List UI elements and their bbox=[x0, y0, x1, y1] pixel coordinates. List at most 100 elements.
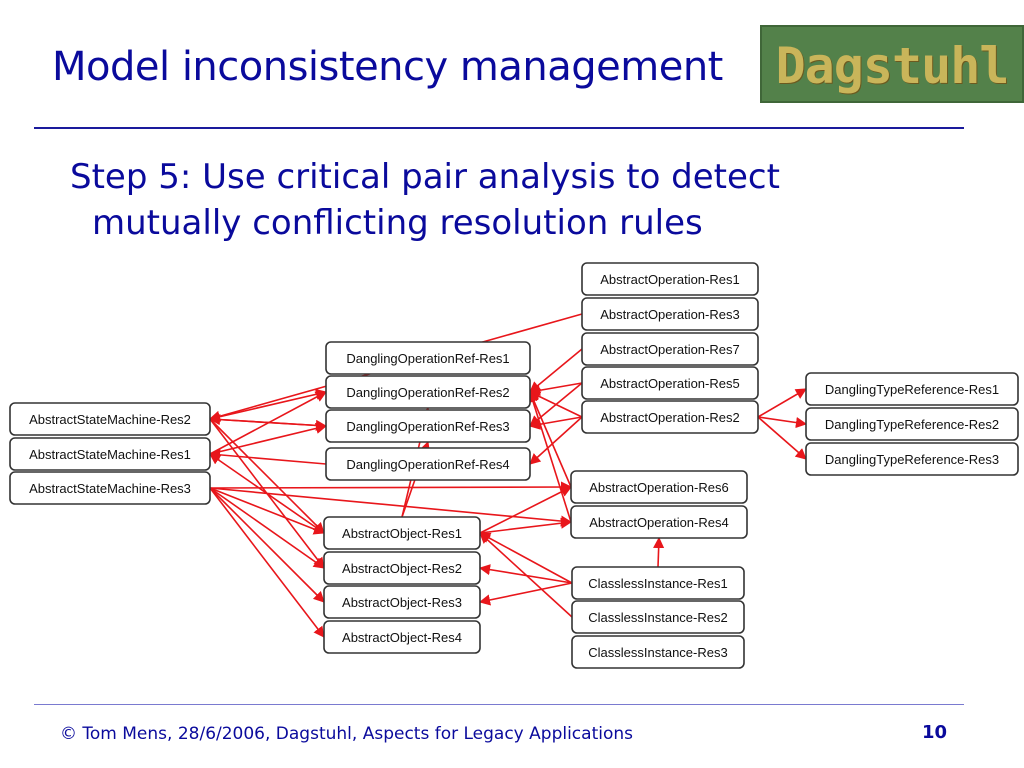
node-box bbox=[581, 262, 759, 296]
node-label: DanglingTypeReference-Res2 bbox=[825, 417, 999, 432]
edge-aor4-to-dor2 bbox=[527, 390, 572, 523]
edge-asm3-to-aob3 bbox=[209, 487, 325, 603]
step-line-1: Step 5: Use critical pair analysis to de… bbox=[70, 157, 780, 197]
node-dtr2: DanglingTypeReference-Res2 bbox=[805, 407, 1019, 441]
node-box bbox=[323, 620, 481, 654]
node-label: AbstractOperation-Res7 bbox=[600, 342, 739, 357]
node-aor4: AbstractOperation-Res4 bbox=[570, 505, 748, 539]
node-box bbox=[581, 332, 759, 366]
edge-aor2-to-dtr1 bbox=[757, 388, 807, 418]
edge-aor2-to-dor4 bbox=[529, 416, 583, 465]
edge-ci1-to-aob1 bbox=[479, 532, 573, 584]
edge-aor2-to-dor2 bbox=[528, 391, 583, 418]
node-label: AbstractOperation-Res4 bbox=[589, 515, 728, 530]
node-box bbox=[570, 505, 748, 539]
edge-asm3-to-aob2 bbox=[209, 487, 325, 569]
page-number: 10 bbox=[922, 722, 948, 743]
node-dor4: DanglingOperationRef-Res4 bbox=[325, 447, 531, 481]
node-asm2: AbstractStateMachine-Res2 bbox=[9, 402, 211, 436]
node-aor2: AbstractOperation-Res2 bbox=[581, 400, 759, 434]
node-box bbox=[571, 566, 745, 600]
node-label: AbstractObject-Res1 bbox=[342, 526, 462, 541]
node-aob3: AbstractObject-Res3 bbox=[323, 585, 481, 619]
edge-asm3-to-aob1 bbox=[209, 487, 326, 535]
node-box bbox=[570, 470, 748, 504]
node-box bbox=[571, 635, 745, 669]
edge-asm2-to-dor2 bbox=[209, 388, 328, 420]
node-layer: AbstractOperation-Res1AbstractOperation-… bbox=[9, 262, 1019, 669]
node-label: AbstractObject-Res3 bbox=[342, 595, 462, 610]
edge-layer bbox=[208, 313, 808, 638]
edge-aor2-to-dtr2 bbox=[757, 416, 808, 429]
node-aob1: AbstractObject-Res1 bbox=[323, 516, 481, 550]
node-aob2: AbstractObject-Res2 bbox=[323, 551, 481, 585]
node-aor5: AbstractOperation-Res5 bbox=[581, 366, 759, 400]
step-text: Step 5: Use critical pair analysis to de… bbox=[70, 154, 910, 246]
node-ci3: ClasslessInstance-Res3 bbox=[571, 635, 745, 669]
node-dtr1: DanglingTypeReference-Res1 bbox=[805, 372, 1019, 406]
node-dor3: DanglingOperationRef-Res3 bbox=[325, 409, 531, 443]
node-label: AbstractStateMachine-Res3 bbox=[29, 481, 191, 496]
node-box bbox=[9, 437, 211, 471]
node-box bbox=[581, 400, 759, 434]
node-box bbox=[9, 402, 211, 436]
edge-dor3-to-asm2 bbox=[208, 414, 327, 427]
node-box bbox=[325, 447, 531, 481]
node-label: AbstractOperation-Res2 bbox=[600, 410, 739, 425]
node-box bbox=[323, 585, 481, 619]
edge-ci1-to-aob3 bbox=[478, 582, 573, 606]
dagstuhl-logo: Dagstuhl bbox=[760, 25, 1024, 103]
node-label: DanglingOperationRef-Res4 bbox=[346, 457, 509, 472]
slide-title: Model inconsistency management bbox=[52, 44, 723, 90]
node-label: AbstractOperation-Res3 bbox=[600, 307, 739, 322]
node-box bbox=[805, 442, 1019, 476]
edge-dor4-to-asm1 bbox=[208, 449, 327, 465]
node-box bbox=[571, 600, 745, 634]
edge-asm3-to-aor6 bbox=[209, 481, 573, 493]
node-aor1: AbstractOperation-Res1 bbox=[581, 262, 759, 296]
node-box bbox=[581, 366, 759, 400]
node-label: ClasslessInstance-Res1 bbox=[588, 576, 727, 591]
node-label: DanglingTypeReference-Res3 bbox=[825, 452, 999, 467]
node-label: AbstractObject-Res2 bbox=[342, 561, 462, 576]
node-label: DanglingOperationRef-Res2 bbox=[346, 385, 509, 400]
node-box bbox=[325, 341, 531, 375]
node-aor7: AbstractOperation-Res7 bbox=[581, 332, 759, 366]
edge-asm2-to-aob1 bbox=[209, 418, 325, 534]
node-label: DanglingOperationRef-Res1 bbox=[346, 351, 509, 366]
logo-text: Dagstuhl bbox=[775, 37, 1010, 95]
node-label: AbstractOperation-Res6 bbox=[589, 480, 728, 495]
node-box bbox=[325, 409, 531, 443]
edge-aob1-to-aor6 bbox=[479, 486, 572, 534]
node-box bbox=[805, 372, 1019, 406]
node-label: ClasslessInstance-Res2 bbox=[588, 610, 727, 625]
edge-aor6-to-dor2 bbox=[528, 390, 572, 488]
step-line-2: mutually conflicting resolution rules bbox=[92, 203, 703, 243]
node-box bbox=[323, 516, 481, 550]
node-label: ClasslessInstance-Res3 bbox=[588, 645, 727, 660]
edge-aor5-to-dor2 bbox=[528, 382, 583, 396]
edge-aor2-to-dor3 bbox=[528, 416, 583, 430]
edge-aor7-to-dor2 bbox=[529, 348, 583, 393]
node-box bbox=[325, 375, 531, 409]
node-label: AbstractOperation-Res1 bbox=[600, 272, 739, 287]
node-label: DanglingTypeReference-Res1 bbox=[825, 382, 999, 397]
node-ci1: ClasslessInstance-Res1 bbox=[571, 566, 745, 600]
node-box bbox=[805, 407, 1019, 441]
node-box bbox=[581, 297, 759, 331]
edge-asm1-to-dor3 bbox=[209, 422, 328, 455]
edge-asm3-to-aob4 bbox=[209, 487, 325, 638]
edge-aor2-to-dtr3 bbox=[757, 416, 807, 460]
node-label: AbstractObject-Res4 bbox=[342, 630, 462, 645]
edge-asm3-to-aor4 bbox=[209, 487, 573, 527]
node-ci2: ClasslessInstance-Res2 bbox=[571, 600, 745, 634]
node-dtr3: DanglingTypeReference-Res3 bbox=[805, 442, 1019, 476]
footer-text: © Tom Mens, 28/6/2006, Dagstuhl, Aspects… bbox=[60, 724, 633, 744]
node-label: AbstractStateMachine-Res2 bbox=[29, 412, 191, 427]
node-dor2: DanglingOperationRef-Res2 bbox=[325, 375, 531, 409]
edge-aob1-to-asm1 bbox=[209, 453, 325, 534]
footer-divider bbox=[34, 704, 964, 705]
node-box bbox=[323, 551, 481, 585]
title-divider bbox=[34, 127, 964, 129]
